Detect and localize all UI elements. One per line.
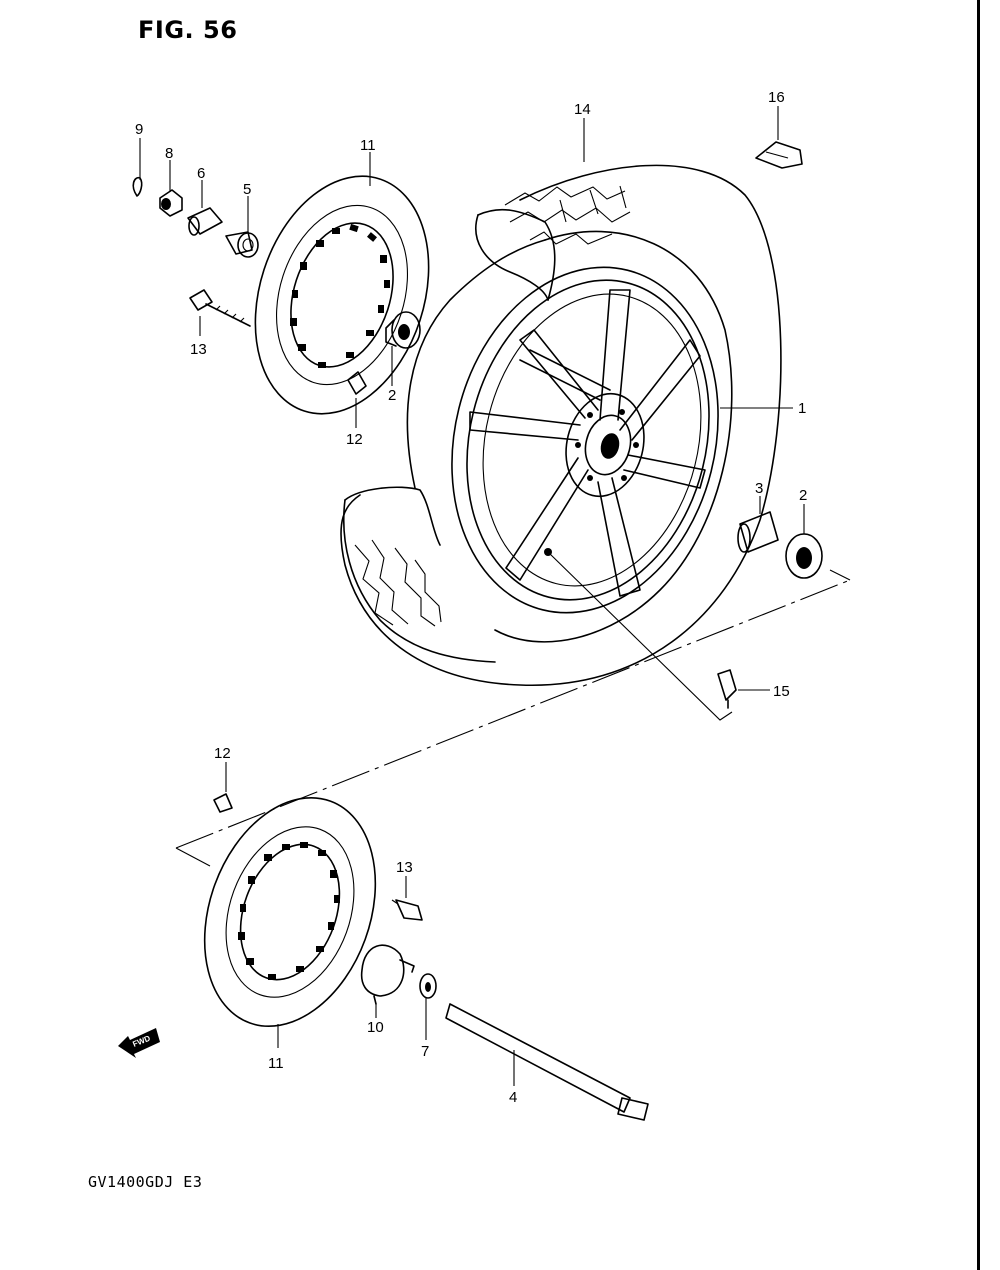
callout-5: 5 [243,181,251,198]
callout-10: 10 [367,1019,384,1036]
callout-14: 14 [574,101,591,118]
valve-part-15[interactable] [717,669,737,709]
fwd-arrow-icon: FWD [118,1028,160,1058]
callout-1: 1 [798,400,806,417]
leader-lines [139,106,851,1086]
callout-13-lower: 13 [396,859,413,876]
callout-6: 6 [197,165,205,182]
disc-ventilation-holes [290,223,390,368]
spacer-part-3[interactable] [737,511,779,553]
speedo-gearbox-part-10[interactable] [360,944,415,1005]
spacer-part-6[interactable] [187,207,223,236]
spacer-part-5[interactable] [225,231,259,258]
page-edge-rule [977,0,980,1270]
callout-numbers: 9 8 6 5 11 14 16 13 2 12 1 3 2 15 12 13 … [135,89,807,1106]
callout-7: 7 [421,1043,429,1060]
disc-ventilation-holes-lower [238,842,340,980]
bolt-part-13-upper[interactable] [189,289,251,327]
figure-title: FIG. 56 [138,16,238,44]
lockplate-part-12-lower[interactable] [213,793,233,813]
callout-2-left: 2 [388,387,396,404]
callout-4: 4 [509,1089,517,1106]
callout-15: 15 [773,683,790,700]
circlip-part-9[interactable] [132,176,143,197]
callout-13-upper: 13 [190,341,207,358]
bearing-part-2-left[interactable] [385,311,421,349]
axle-part-4[interactable] [445,1003,649,1121]
callout-11-lower: 11 [268,1055,284,1072]
washer-part-7[interactable] [419,973,437,999]
model-code: GV1400GDJ E3 [88,1173,203,1191]
nut-part-8[interactable] [159,189,183,217]
callout-2-right: 2 [799,487,807,504]
bolt-part-13-lower[interactable] [391,899,423,921]
clip-part-16[interactable] [755,141,803,169]
callout-12-lower: 12 [214,745,231,762]
brake-disc-part-11-lower[interactable] [174,774,405,1050]
callout-12-upper: 12 [346,431,363,448]
bearing-part-2-right[interactable] [785,533,823,579]
callout-8: 8 [165,145,173,162]
wheel-rim-part-1[interactable] [417,239,754,642]
callout-9: 9 [135,121,143,138]
callout-11-upper: 11 [360,137,376,154]
tire-part-14[interactable] [340,164,782,686]
brake-disc-part-11-upper[interactable] [226,154,457,437]
callout-3: 3 [755,480,763,497]
lockplate-part-12-upper[interactable] [347,371,367,395]
callout-16: 16 [768,89,785,106]
